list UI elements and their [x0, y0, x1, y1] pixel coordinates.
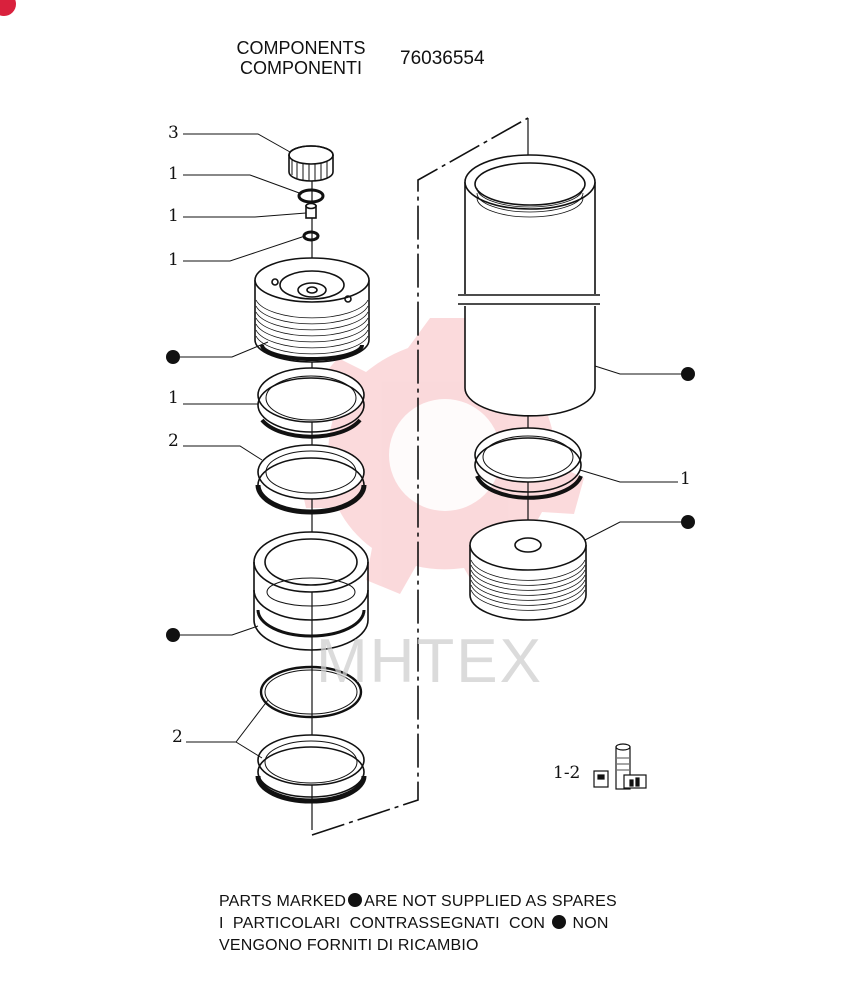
- marker-dot: [166, 628, 180, 642]
- callout-1-2: 1-2: [553, 763, 580, 783]
- threaded-end-cap: [469, 519, 587, 621]
- cylinder-barrel: [458, 154, 602, 417]
- leader-lines: [180, 133, 686, 759]
- washer-part-1: [302, 230, 320, 242]
- note-line-1-end: ARE NOT SUPPLIED AS SPARES: [364, 893, 617, 910]
- note-line-2: I PARTICOLARI CONTRASSEGNATI CON NON: [219, 913, 609, 935]
- backup-ring-part-2: [255, 734, 367, 804]
- assembly-link-line: [311, 117, 529, 836]
- o-ring-large-part-2: [259, 665, 363, 719]
- seal-ring-right-part-1: [474, 427, 583, 500]
- note-line-1-start: PARTS MARKED: [219, 893, 347, 910]
- corner-badge: [0, 0, 16, 16]
- o-ring-small-1: [297, 188, 325, 204]
- callout-3: 3: [168, 123, 179, 143]
- callout-1: 1: [168, 164, 179, 184]
- header-title-en: COMPONENTS: [236, 38, 366, 58]
- marker-dot: [166, 350, 180, 364]
- callout-2: 2: [172, 727, 183, 747]
- gland-sleeve: [253, 531, 369, 651]
- note-line-2-end: NON: [567, 915, 609, 932]
- seal-ring-part-2: [255, 444, 367, 515]
- marker-dot-icon: [551, 915, 566, 929]
- cap-nut-part-3: [288, 145, 334, 182]
- note-line-3: VENGONO FORNITI DI RICAMBIO: [219, 937, 479, 954]
- callout-1: 1: [168, 388, 179, 408]
- callout-1: 1: [168, 250, 179, 270]
- watermark-text: MHTEX: [316, 627, 543, 696]
- marker-dot: [681, 367, 695, 381]
- note-line-1: PARTS MARKED ARE NOT SUPPLIED AS SPARES: [219, 891, 617, 913]
- callout-1: 1: [680, 469, 691, 489]
- marker-dot-icon: [348, 893, 363, 907]
- callout-2: 2: [168, 431, 179, 451]
- right-stack: [458, 118, 602, 621]
- small-bolt-part-1: [305, 202, 317, 219]
- note-line-2-start: I PARTICOLARI CONTRASSEGNATI CON: [219, 915, 546, 932]
- marker-dot: [681, 515, 695, 529]
- not-supplied-markers: [166, 350, 695, 642]
- left-stack: [253, 145, 370, 830]
- part-code: 76036554: [400, 48, 485, 69]
- o-ring-large-inner: [264, 669, 358, 715]
- callout-numbers: 3 1 1 1 1 2 2 1 1-2: [168, 123, 691, 783]
- piston-head-assembly: [254, 257, 370, 363]
- seal-kit-icon: [593, 743, 647, 790]
- callout-1: 1: [168, 206, 179, 226]
- seal-ring-part-1: [257, 367, 365, 439]
- header-title-it: COMPONENTI: [239, 58, 362, 78]
